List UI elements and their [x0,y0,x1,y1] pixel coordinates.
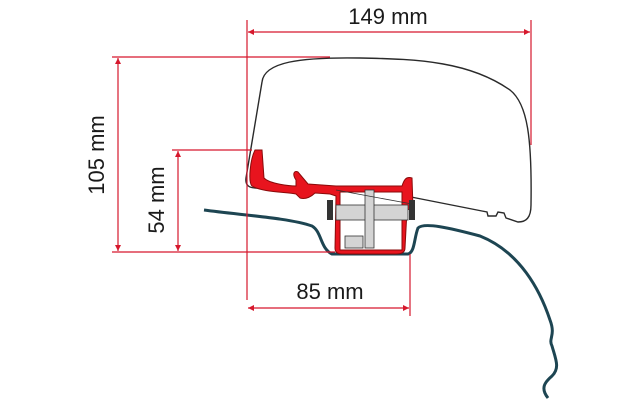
clamp-foot [344,235,364,249]
vehicle-roof-profile [203,208,559,399]
label-85mm: 85 mm [296,279,363,304]
clamp-side-left [327,200,333,220]
label-54mm: 54 mm [144,166,169,233]
label-105mm: 105 mm [84,115,109,194]
label-149mm: 149 mm [348,4,427,29]
clamp-guide-line [335,189,413,205]
clamp-side-right [409,200,415,220]
clamp-bolt [364,189,375,249]
